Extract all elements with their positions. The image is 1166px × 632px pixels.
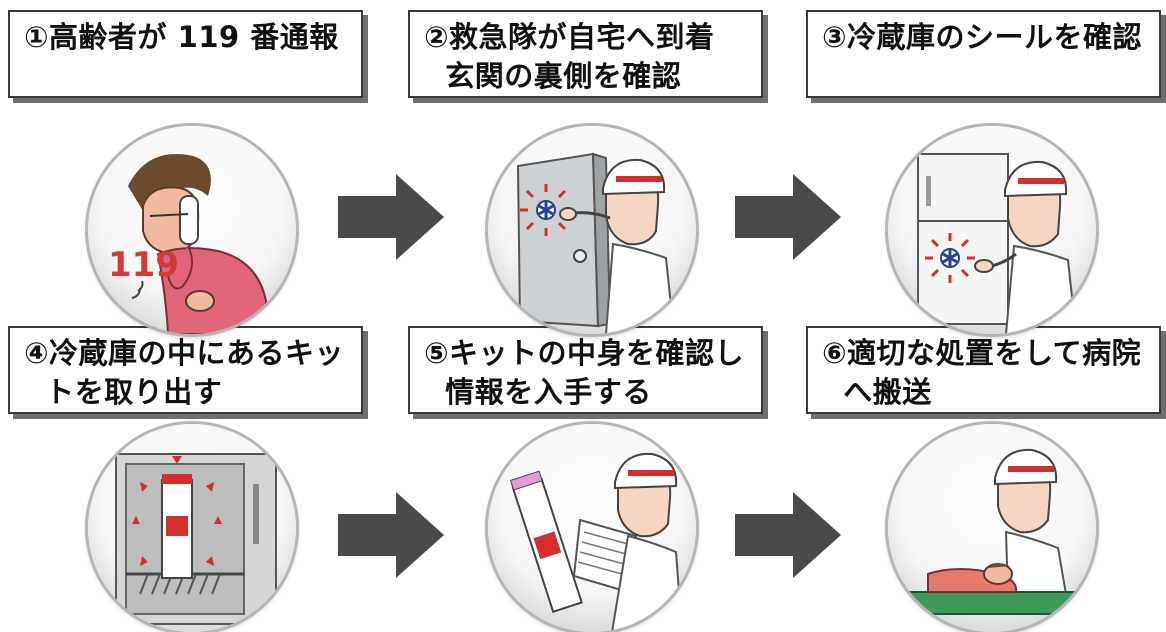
step-2-box: ②救急隊が自宅へ到着 玄関の裏側を確認	[408, 10, 763, 98]
step-5-illustration	[488, 424, 696, 632]
paramedic-reading-kit-icon	[509, 452, 684, 632]
elderly-woman-phone-icon: 119	[108, 154, 267, 334]
step-1-illustration: 119	[88, 126, 296, 334]
step-3-title: ③冷蔵庫のシールを確認	[822, 20, 1143, 54]
step-4-illustration	[88, 424, 296, 632]
step-6-box: ⑥適切な処置をして病院 へ搬送	[806, 326, 1161, 414]
arrow-1-to-2	[338, 174, 444, 260]
step-6-title: ⑥適切な処置をして病院 へ搬送	[822, 336, 1142, 409]
step-3-illustration	[888, 126, 1096, 334]
arrow-2-to-3	[735, 174, 841, 260]
step-5-title: ⑤キットの中身を確認し 情報を入手する	[424, 336, 745, 409]
step-4-title: ④冷蔵庫の中にあるキッ トを取り出す	[24, 336, 345, 409]
step-3-box: ③冷蔵庫のシールを確認	[806, 10, 1161, 98]
step-1-title: ①高齢者が 119 番通報	[24, 20, 339, 54]
paramedic-door-icon	[516, 152, 676, 334]
paramedic-fridge-sticker-icon	[917, 153, 1078, 334]
step-4-box: ④冷蔵庫の中にあるキッ トを取り出す	[8, 326, 363, 414]
step-1-box: ①高齢者が 119 番通報	[8, 10, 363, 98]
right-arrow-icon	[338, 492, 444, 578]
step-1-119-label: 119	[108, 245, 179, 285]
step-2-title: ②救急隊が自宅へ到着 玄関の裏側を確認	[424, 20, 715, 93]
fridge-kit-icon	[115, 453, 277, 625]
step-2-illustration	[488, 126, 696, 334]
right-arrow-icon	[735, 492, 841, 578]
right-arrow-icon	[338, 174, 444, 260]
paramedic-transport-icon	[907, 448, 1079, 615]
step-5-box: ⑤キットの中身を確認し 情報を入手する	[408, 326, 763, 414]
arrow-5-to-6	[735, 492, 841, 578]
step-6-illustration	[888, 424, 1096, 632]
right-arrow-icon	[735, 174, 841, 260]
arrow-4-to-5	[338, 492, 444, 578]
